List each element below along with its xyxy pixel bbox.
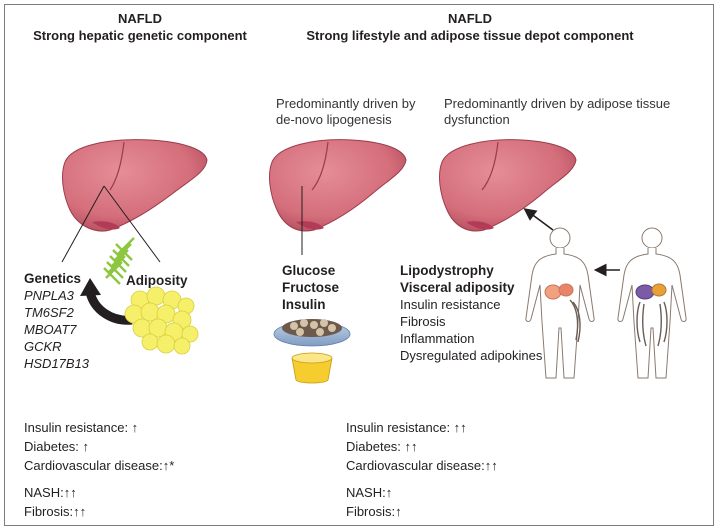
dnl-caption-line: Predominantly driven by	[276, 96, 416, 111]
diet-item: Fructose	[282, 280, 340, 295]
left-panel-subtitle: Strong hepatic genetic component	[33, 28, 247, 43]
liver-illustration-dnl	[269, 139, 407, 232]
left-outcomes: Insulin resistance: ↑ Diabetes: ↑ Cardio…	[24, 418, 174, 521]
diet-item: Insulin	[282, 297, 326, 312]
gene-item: TM6SF2	[24, 305, 74, 320]
connector-line-adiposity	[103, 185, 161, 263]
gene-item: MBOAT7	[24, 322, 77, 337]
outcome-item: Insulin resistance: ↑↑	[346, 420, 467, 435]
outcome-item: NASH:↑↑	[24, 485, 77, 500]
gene-item: HSD17B13	[24, 356, 90, 371]
genetics-block: Genetics PNPLA3 TM6SF2 MBOAT7 GCKR HSD17…	[24, 270, 89, 372]
outcome-item: Diabetes: ↑	[24, 439, 90, 454]
left-panel-title: NAFLD	[117, 11, 163, 26]
diet-item: Glucose	[282, 263, 336, 278]
adipocyte-cluster-icon	[124, 286, 199, 355]
adipose-factors: Lipodystrophy Visceral adiposity Insulin…	[400, 262, 542, 364]
right-outcomes: Insulin resistance: ↑↑ Diabetes: ↑↑ Card…	[346, 418, 498, 521]
adipose-item: Dysregulated adipokines	[400, 348, 543, 363]
adiposity-label: Adiposity	[126, 273, 188, 288]
diet-factors: Glucose Fructose Insulin	[282, 262, 339, 313]
adipose-item: Insulin resistance	[400, 297, 501, 312]
right-panel-subtitle: Strong lifestyle and adipose tissue depo…	[306, 28, 634, 43]
dnl-caption: Predominantly driven by de-novo lipogene…	[276, 96, 415, 128]
outcome-item: Fibrosis:↑	[346, 504, 402, 519]
right-panel-header: NAFLD Strong lifestyle and adipose tissu…	[280, 10, 660, 44]
outcome-item: Cardiovascular disease:↑↑	[346, 458, 498, 473]
outcome-item: Cardiovascular disease:↑*	[24, 458, 175, 473]
plate-of-food-icon	[273, 319, 351, 347]
gene-item: GCKR	[24, 339, 62, 354]
genetics-title: Genetics	[24, 271, 82, 286]
dna-helix-icon	[103, 237, 135, 285]
adipose-caption-line: Predominantly driven by adipose tissue	[444, 96, 671, 111]
arrow-to-liver-icon	[523, 208, 554, 231]
adipose-item: Fibrosis	[400, 314, 446, 329]
liver-illustration-genetic	[62, 139, 208, 232]
left-panel-header: NAFLD Strong hepatic genetic component	[20, 10, 260, 44]
outcome-item: Insulin resistance: ↑	[24, 420, 139, 435]
outcome-item: Diabetes: ↑↑	[346, 439, 418, 454]
cup-icon	[291, 352, 333, 384]
adipose-caption: Predominantly driven by adipose tissue d…	[444, 96, 670, 128]
figure-frame	[4, 4, 714, 526]
adipose-bold-item: Lipodystrophy	[400, 263, 494, 278]
outcome-item: Fibrosis:↑↑	[24, 504, 87, 519]
right-panel-title: NAFLD	[447, 11, 493, 26]
gene-item: PNPLA3	[24, 288, 74, 303]
outcome-item: NASH:↑	[346, 485, 393, 500]
adipose-caption-line: dysfunction	[444, 112, 510, 127]
connector-line-genetics	[61, 185, 105, 263]
liver-illustration-adipose	[439, 139, 577, 232]
adipose-item: Inflammation	[400, 331, 475, 346]
human-figure-visceral	[617, 227, 687, 379]
curved-arrow-head-icon	[80, 278, 101, 296]
adipose-bold-item: Visceral adiposity	[400, 280, 515, 295]
human-figure-lipodystrophy	[525, 227, 595, 379]
dnl-caption-line: de-novo lipogenesis	[276, 112, 392, 127]
